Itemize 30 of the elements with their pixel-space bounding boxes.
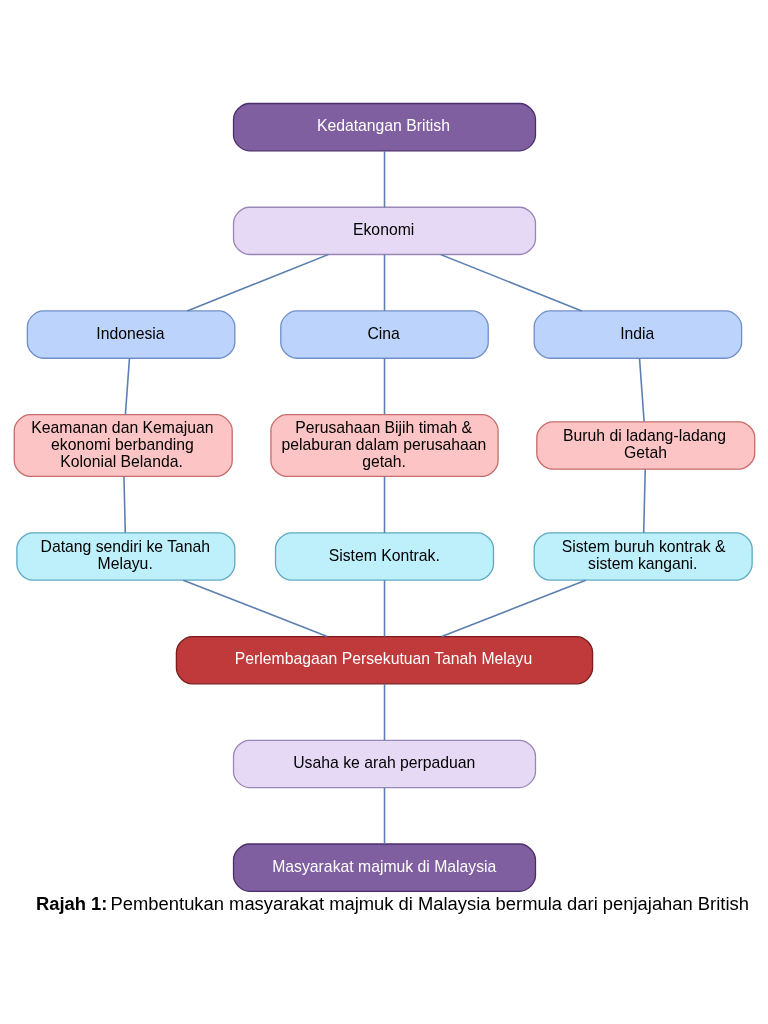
connector [642, 468, 646, 534]
node-box: Sistem Kontrak. [274, 531, 494, 581]
connector [124, 357, 130, 415]
connector [439, 253, 583, 312]
connector [383, 253, 385, 312]
node-box: Indonesia [26, 309, 235, 359]
node-box: India [533, 309, 742, 359]
node-box: Sistem buruh kontrak & sistem kangani. [533, 531, 753, 581]
connector [383, 357, 385, 415]
connector [383, 786, 385, 845]
node-box: Kedatangan British [232, 102, 536, 151]
node-box: Keamanan dan Kemajuan ekonomi berbanding Kolonial Belanda. [13, 413, 233, 477]
node-box: Usaha ke arah perpaduan [232, 739, 536, 788]
connector [181, 578, 328, 637]
node-box: Cina [279, 309, 489, 359]
connector [638, 357, 645, 423]
node-box: Perusahaan Bijih timah & pelaburan dalam perusahaan getah. [269, 413, 499, 477]
node-box: Datang sendiri ke Tanah Melayu. [15, 531, 235, 581]
connector [383, 578, 385, 637]
connector [185, 253, 329, 312]
node-box: Ekonomi [232, 206, 536, 255]
node-box: Perlembagaan Persekutuan Tanah Melayu [175, 635, 593, 684]
node-box: Masyarakat majmuk di Malaysia [232, 842, 536, 892]
caption: Rajah 1: Pembentukan masyarakat majmuk di Malaysia bermula dari penjajahan British [35, 892, 749, 914]
connector [440, 578, 587, 637]
connector [383, 682, 385, 741]
connector [383, 475, 385, 534]
connector [383, 149, 385, 208]
connector [122, 475, 126, 534]
node-box: Buruh di ladang-ladang Getah [535, 420, 755, 470]
